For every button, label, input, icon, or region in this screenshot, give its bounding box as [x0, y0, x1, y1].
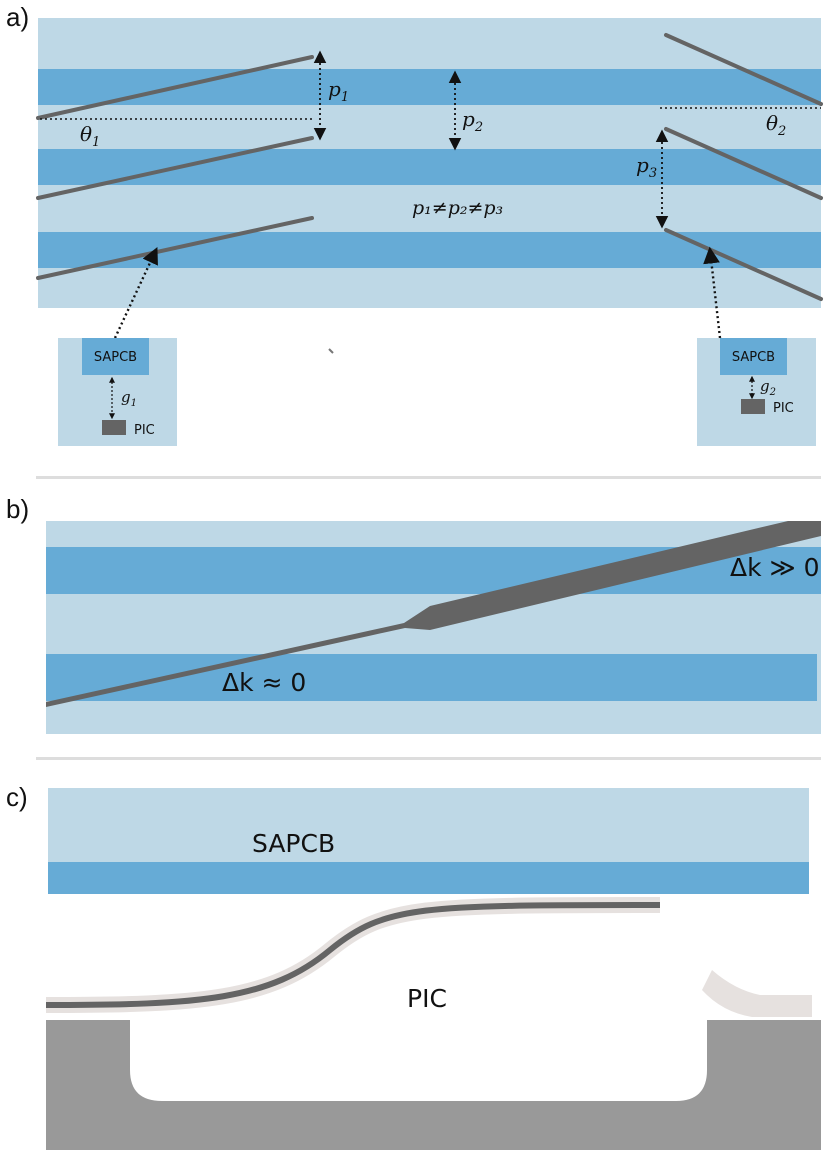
right-inset: SAPCB g2 PIC	[697, 338, 816, 446]
left-inset-gap-label: g1	[121, 388, 137, 409]
stray-mark	[328, 348, 334, 354]
left-inset-pic-block	[102, 420, 126, 435]
panel-b: b) Δk ≈ 0 Δk ≫ 0	[6, 494, 821, 734]
sapcb-cladding	[48, 788, 809, 862]
panel-c-label: c)	[6, 782, 28, 812]
left-inset-pic-label: PIC	[134, 423, 155, 438]
pic-waveguide-coating	[45, 897, 661, 1013]
left-inset: SAPCB g1 PIC	[58, 338, 177, 446]
pic-substrate	[46, 1020, 821, 1150]
panel-a-label: a)	[6, 2, 29, 32]
sapcb-label: SAPCB	[252, 829, 335, 858]
sapcb-core	[48, 862, 809, 894]
theta1-label: θ1	[80, 122, 100, 150]
p2-label: p2	[462, 107, 483, 135]
right-inset-gap-label: g2	[760, 377, 776, 398]
right-inset-pic-block	[741, 399, 765, 414]
left-inset-sapcb-box	[82, 338, 149, 375]
tapered-waveguide	[46, 521, 821, 707]
panel-a-core-1	[38, 69, 821, 105]
p1-label: p1	[328, 77, 349, 105]
pic-label: PIC	[407, 984, 447, 1013]
waveguide-left-3	[36, 216, 314, 280]
waveguide-left-2	[36, 136, 314, 200]
left-inset-sapcb-label: SAPCB	[94, 350, 137, 365]
waveguide-right-1	[664, 33, 823, 106]
divider-a-b	[36, 476, 821, 479]
delta-k-approx-zero-label: Δk ≈ 0	[222, 668, 306, 697]
pic-waveguide-end-fragment	[702, 970, 812, 1017]
right-inset-sapcb-label: SAPCB	[732, 350, 775, 365]
waveguide-left-1	[36, 55, 314, 120]
panel-a-core-2	[38, 149, 821, 185]
waveguide-right-2	[664, 127, 823, 200]
right-inset-sapcb-box	[720, 338, 787, 375]
pitch-relation-label: p₁≠p₂≠p₃	[412, 197, 503, 219]
theta2-label: θ2	[766, 111, 786, 139]
p3-label: p3	[636, 153, 657, 181]
waveguide-right-3	[664, 228, 823, 301]
pic-waveguide-core	[45, 902, 661, 1008]
panel-b-label: b)	[6, 494, 29, 524]
left-inset-pointer-arrow	[113, 246, 158, 339]
panel-a: a) p1 p2 p3 θ1 θ2 p₁≠p₂≠p₃	[6, 2, 823, 446]
divider-b-c	[36, 757, 821, 760]
right-inset-pic-label: PIC	[773, 401, 794, 416]
panel-c: c) SAPCB PIC	[6, 782, 821, 1150]
delta-k-much-greater-zero-label: Δk ≫ 0	[730, 553, 820, 582]
